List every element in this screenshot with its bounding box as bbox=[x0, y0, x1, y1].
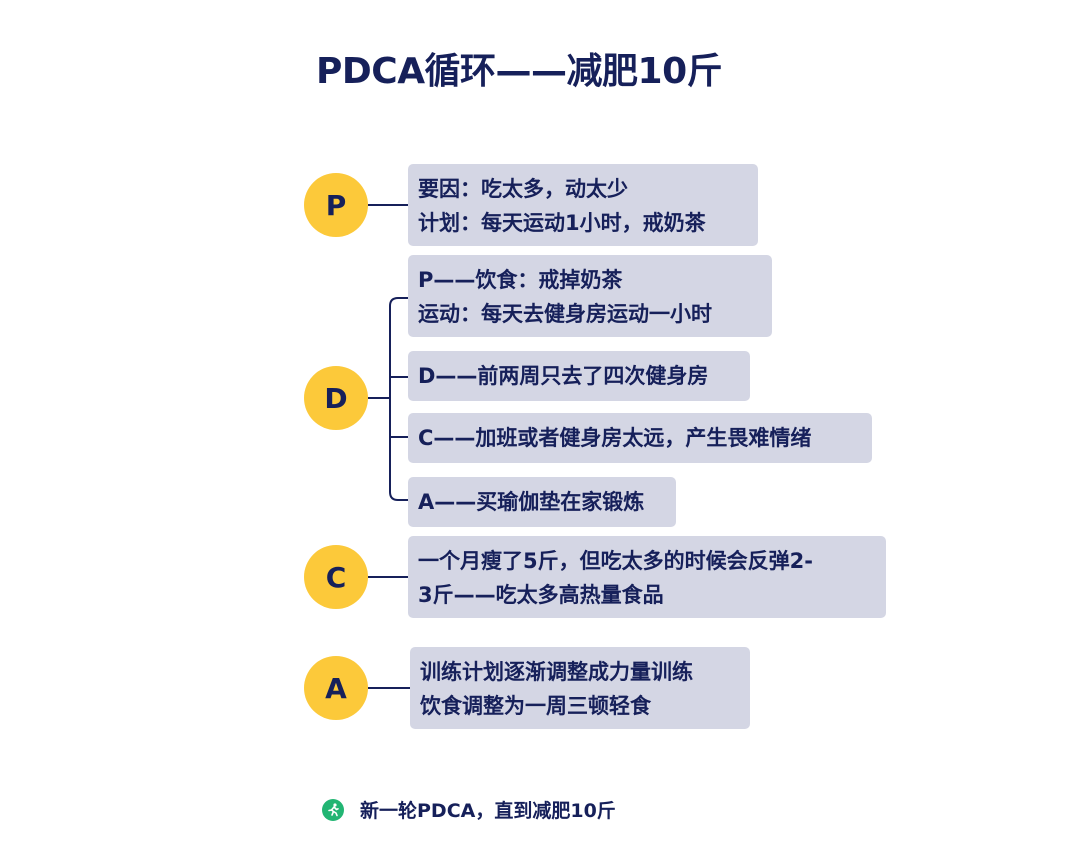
stage-d-box-do: D——前两周只去了四次健身房 bbox=[408, 351, 750, 401]
stage-d-check-line: C——加班或者健身房太远，产生畏难情绪 bbox=[418, 426, 812, 450]
stage-a-box: 训练计划逐渐调整成力量训练 饮食调整为一周三顿轻食 bbox=[410, 647, 750, 729]
stage-c-circle: C bbox=[304, 545, 368, 609]
stage-p-line-1: 要因：吃太多，动太少 bbox=[418, 177, 628, 201]
stage-d-plan-line-1: P——饮食：戒掉奶茶 bbox=[418, 268, 623, 292]
stage-d-circle: D bbox=[304, 366, 368, 430]
stage-p-connector bbox=[368, 204, 408, 206]
stage-d-do-line: D——前两周只去了四次健身房 bbox=[418, 364, 709, 388]
stage-c-line-2: 3斤——吃太多高热量食品 bbox=[418, 583, 664, 607]
stage-c-box: 一个月瘦了5斤，但吃太多的时候会反弹2- 3斤——吃太多高热量食品 bbox=[408, 536, 886, 618]
footer: 新一轮PDCA，直到减肥10斤 bbox=[322, 796, 616, 823]
stage-c-connector bbox=[368, 576, 408, 578]
stage-d-act-line: A——买瑜伽垫在家锻炼 bbox=[418, 490, 645, 514]
stage-p-circle: P bbox=[304, 173, 368, 237]
stage-p-line-2: 计划：每天运动1小时，戒奶茶 bbox=[418, 211, 706, 235]
diagram-title: PDCA循环——减肥10斤 bbox=[316, 51, 723, 92]
stage-a-line-2: 饮食调整为一周三顿轻食 bbox=[420, 694, 651, 718]
stage-d-box-act: A——买瑜伽垫在家锻炼 bbox=[408, 477, 676, 527]
stage-d-box-plan: P——饮食：戒掉奶茶 运动：每天去健身房运动一小时 bbox=[408, 255, 772, 337]
stage-d-bracket bbox=[389, 297, 408, 501]
stage-d-plan-line-2: 运动：每天去健身房运动一小时 bbox=[418, 302, 712, 326]
footer-text: 新一轮PDCA，直到减肥10斤 bbox=[360, 800, 616, 822]
stage-d-box-check: C——加班或者健身房太远，产生畏难情绪 bbox=[408, 413, 872, 463]
stage-a-circle: A bbox=[304, 656, 368, 720]
stage-p-box: 要因：吃太多，动太少 计划：每天运动1小时，戒奶茶 bbox=[408, 164, 758, 246]
stage-a-line-1: 训练计划逐渐调整成力量训练 bbox=[420, 660, 693, 684]
stage-a-connector bbox=[368, 687, 410, 689]
running-person-icon bbox=[322, 798, 344, 821]
stage-c-line-1: 一个月瘦了5斤，但吃太多的时候会反弹2- bbox=[418, 549, 813, 573]
stage-d-connector bbox=[368, 397, 390, 399]
